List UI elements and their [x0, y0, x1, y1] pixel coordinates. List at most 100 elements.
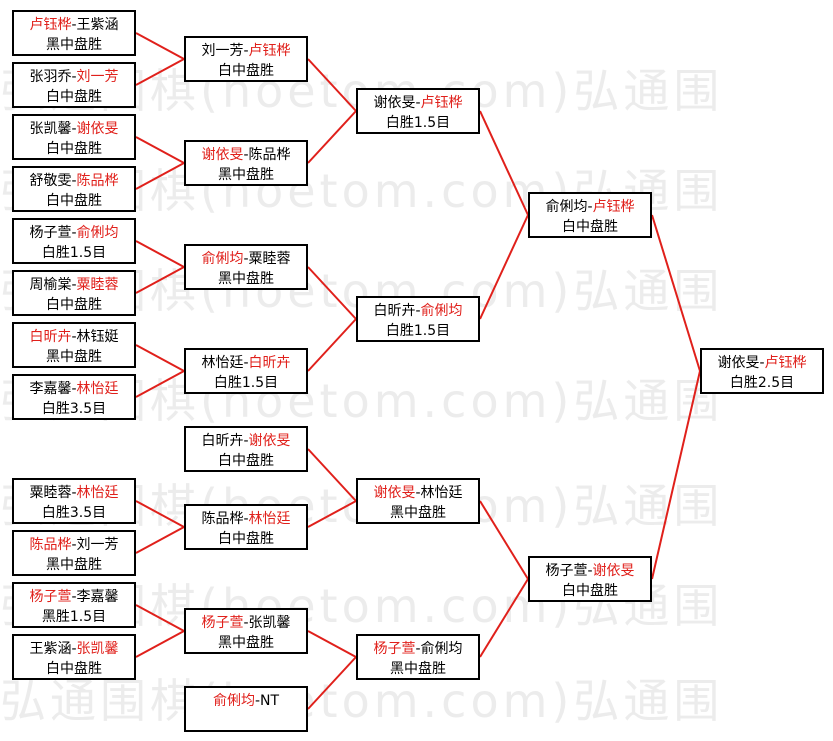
- bracket-connector: [135, 604, 185, 632]
- player-separator: -: [587, 199, 593, 215]
- match-players: 舒敬雯-陈品桦: [14, 171, 134, 191]
- player-name: 李嘉馨: [29, 381, 72, 397]
- bracket-connector: [135, 162, 185, 190]
- match-players: 陈品桦-林怡廷: [186, 509, 306, 529]
- match-result: 白胜1.5目: [385, 323, 451, 339]
- winner-name: 卢钰桦: [592, 199, 635, 215]
- round-1-match-box: 周榆棠-粟睦蓉白中盘胜: [12, 270, 136, 316]
- match-result: 黑中盘胜: [218, 167, 274, 183]
- match-result: 白中盘胜: [218, 453, 274, 469]
- player-name: 林怡廷: [420, 485, 463, 501]
- round-2-match-box: 杨子萱-张凯馨黑中盘胜: [184, 608, 308, 654]
- bracket-connector: [307, 630, 357, 658]
- round-2-match-box: 刘一芳-卢钰桦白中盘胜: [184, 36, 308, 82]
- round-1-match-box: 张凯馨-谢依旻白中盘胜: [12, 114, 136, 160]
- match-players: 谢依旻-陈品桦: [186, 145, 306, 165]
- match-result: 白中盘胜: [218, 63, 274, 79]
- match-result: 白中盘胜: [46, 661, 102, 677]
- match-result: 白中盘胜: [46, 297, 102, 313]
- winner-name: 杨子萱: [29, 589, 72, 605]
- player-name: 白昕卉: [373, 303, 416, 319]
- bracket-connector: [479, 110, 529, 216]
- player-separator: -: [71, 173, 77, 189]
- match-players: 俞俐均-NT: [186, 691, 306, 711]
- round-1-match-box: 白昕卉-林钰娗黑中盘胜: [12, 322, 136, 368]
- match-players: 俞俐均-卢钰桦: [530, 197, 650, 217]
- player-name: 杨子萱: [29, 225, 72, 241]
- match-players: 谢依旻-卢钰桦: [702, 353, 822, 373]
- player-separator: -: [243, 147, 249, 163]
- bracket-connector: [135, 526, 185, 554]
- player-separator: -: [415, 641, 421, 657]
- player-separator: -: [587, 563, 593, 579]
- player-separator: -: [71, 277, 77, 293]
- bracket-connector: [307, 656, 357, 710]
- match-result: 黑中盘胜: [390, 661, 446, 677]
- round-2-match-box: 谢依旻-陈品桦黑中盘胜: [184, 140, 308, 186]
- player-name: 白昕卉: [201, 433, 244, 449]
- match-players: 谢依旻-林怡廷: [358, 483, 478, 503]
- match-result: 白胜3.5目: [41, 401, 107, 417]
- winner-name: 林怡廷: [76, 485, 119, 501]
- winner-name: 白昕卉: [29, 329, 72, 345]
- final-match-box: 谢依旻-卢钰桦白胜2.5目: [700, 348, 824, 394]
- player-separator: -: [415, 485, 421, 501]
- semifinal-match-box: 杨子萱-谢依旻白中盘胜: [528, 556, 652, 602]
- winner-name: 陈品桦: [29, 537, 72, 553]
- player-separator: -: [71, 121, 77, 137]
- winner-name: 林怡廷: [248, 511, 291, 527]
- match-players: 陈品桦-刘一芳: [14, 535, 134, 555]
- match-result: 黑中盘胜: [46, 557, 102, 573]
- bracket-connector: [135, 630, 185, 658]
- winner-name: 卢钰桦: [420, 95, 463, 111]
- player-name: 俞俐均: [545, 199, 588, 215]
- round-1-match-box: 杨子萱-俞俐均白胜1.5目: [12, 218, 136, 264]
- player-separator: -: [243, 615, 249, 631]
- bracket-connector: [135, 32, 185, 60]
- player-separator: -: [71, 485, 77, 501]
- winner-name: 张凯馨: [76, 641, 119, 657]
- player-name: 俞俐均: [420, 641, 463, 657]
- round-2-match-box: 陈品桦-林怡廷白中盘胜: [184, 504, 308, 550]
- match-players: 杨子萱-李嘉馨: [14, 587, 134, 607]
- round-3-match-box: 谢依旻-卢钰桦白胜1.5目: [356, 88, 480, 134]
- round-3-match-box: 白昕卉-俞俐均白胜1.5目: [356, 296, 480, 342]
- bracket-connector: [307, 110, 357, 164]
- match-players: 白昕卉-谢依旻: [186, 431, 306, 451]
- winner-name: 谢依旻: [201, 147, 244, 163]
- winner-name: 谢依旻: [373, 485, 416, 501]
- bracket-connector: [307, 500, 357, 528]
- player-name: 粟睦蓉: [29, 485, 72, 501]
- match-players: 杨子萱-俞俐均: [14, 223, 134, 243]
- semifinal-match-box: 俞俐均-卢钰桦白中盘胜: [528, 192, 652, 238]
- bracket-connector: [307, 318, 357, 372]
- round-2-match-box: 林怡廷-白昕卉白胜1.5目: [184, 348, 308, 394]
- player-name: 陈品桦: [201, 511, 244, 527]
- winner-name: 俞俐均: [76, 225, 119, 241]
- player-name: 粟睦蓉: [248, 251, 291, 267]
- player-name: 谢依旻: [717, 355, 760, 371]
- match-players: 杨子萱-谢依旻: [530, 561, 650, 581]
- match-players: 俞俐均-粟睦蓉: [186, 249, 306, 269]
- player-name: 林怡廷: [201, 355, 244, 371]
- match-players: 林怡廷-白昕卉: [186, 353, 306, 373]
- player-separator: -: [71, 641, 77, 657]
- winner-name: 俞俐均: [212, 693, 255, 709]
- winner-name: 粟睦蓉: [76, 277, 119, 293]
- player-name: 舒敬雯: [29, 173, 72, 189]
- winner-name: 卢钰桦: [248, 43, 291, 59]
- winner-name: 杨子萱: [373, 641, 416, 657]
- bracket-connector: [135, 240, 185, 268]
- player-name: 张羽乔: [29, 69, 72, 85]
- match-result: 白胜1.5目: [213, 375, 279, 391]
- match-result: 黑胜1.5目: [41, 609, 107, 625]
- bracket-connector: [651, 214, 701, 372]
- player-separator: -: [254, 693, 261, 709]
- bracket-connector: [307, 58, 357, 112]
- match-result: 白胜2.5目: [729, 375, 795, 391]
- winner-name: 陈品桦: [76, 173, 119, 189]
- winner-name: 谢依旻: [76, 121, 119, 137]
- match-result: 黑中盘胜: [218, 635, 274, 651]
- player-name: 王紫涵: [29, 641, 72, 657]
